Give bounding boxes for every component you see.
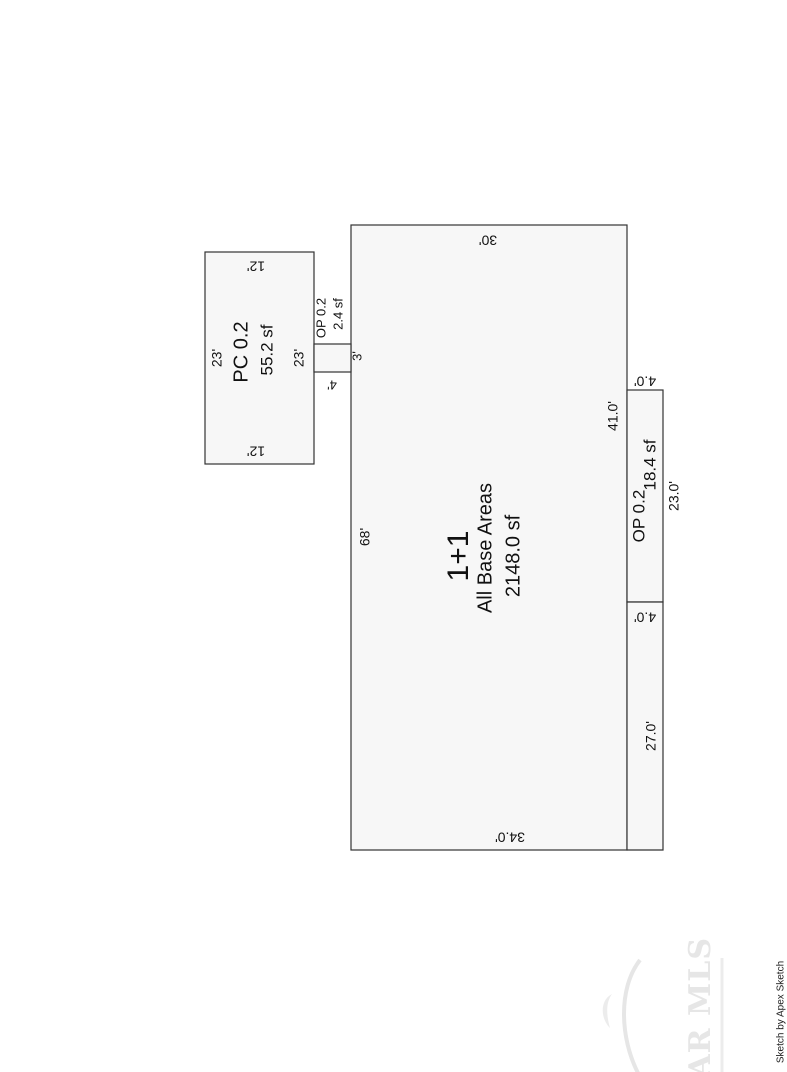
base-dim-right-lower: 27.0' bbox=[643, 721, 659, 751]
watermark-palm-icon bbox=[602, 994, 612, 1028]
base-extension-rect bbox=[626, 601, 664, 851]
base-dim-right-upper: 41.0' bbox=[605, 401, 621, 431]
carport-area: 55.2 sf bbox=[257, 324, 276, 375]
base-dim-bottom: 34.0' bbox=[495, 829, 525, 845]
porch-right-area: 18.4 sf bbox=[640, 439, 659, 490]
sketch-credit: Sketch by Apex Sketch bbox=[776, 961, 787, 1063]
porch-right-dim-length: 23.0' bbox=[666, 481, 682, 511]
porch-small-code: OP 0.2 bbox=[313, 298, 328, 338]
carport-dim-left: 23' bbox=[209, 349, 225, 367]
base-dim-left: 68' bbox=[357, 528, 373, 546]
base-area-rect bbox=[350, 224, 628, 851]
porch-right-dim-top: 4.0' bbox=[634, 373, 656, 389]
base-name: All Base Areas bbox=[474, 483, 496, 613]
watermark-logo: PAR MLS bbox=[602, 937, 724, 1072]
porch-small-dim-bottom: 4' bbox=[327, 378, 337, 393]
porch-right-code: OP 0.2 bbox=[629, 490, 648, 543]
base-area: 2148.0 sf bbox=[502, 514, 524, 597]
porch-small-area: 2.4 sf bbox=[330, 298, 345, 330]
porch-small-dim-side: 3' bbox=[349, 351, 364, 361]
carport-code: PC 0.2 bbox=[230, 321, 252, 382]
base-dim-top: 30' bbox=[479, 232, 497, 248]
watermark-text: PAR MLS bbox=[683, 937, 718, 1072]
watermark-swoosh-icon bbox=[622, 958, 642, 1072]
carport-rect bbox=[204, 251, 315, 465]
carport-dim-bottom: 12' bbox=[247, 443, 265, 459]
porch-small-rect bbox=[313, 343, 352, 373]
base-code: 1+1 bbox=[442, 531, 475, 582]
porch-right-rect bbox=[626, 389, 664, 603]
carport-dim-top: 12' bbox=[247, 258, 265, 274]
porch-right-dim-bottom: 4.0' bbox=[634, 609, 656, 625]
carport-dim-right: 23' bbox=[291, 349, 307, 367]
